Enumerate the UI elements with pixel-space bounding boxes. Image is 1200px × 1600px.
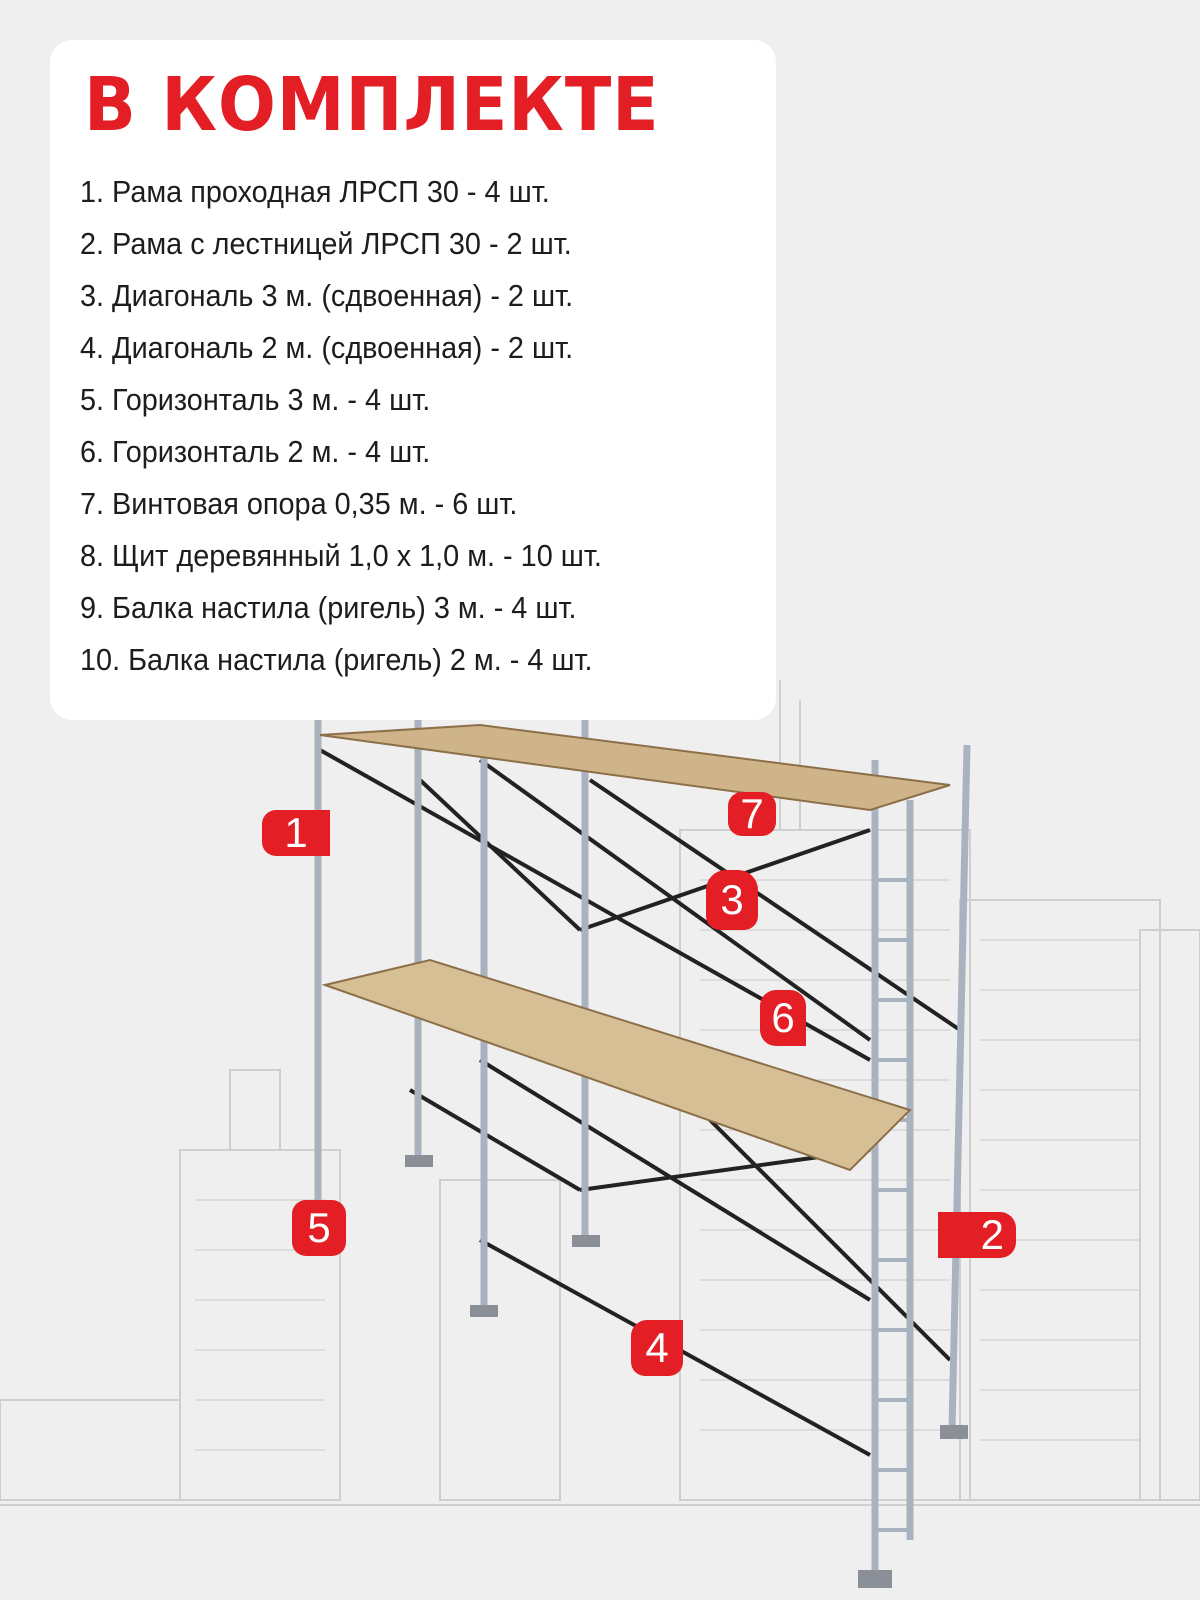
badge-1: 1 [262,809,330,856]
list-item: 4. Диагональ 2 м. (сдвоенная) - 2 шт. [80,330,574,365]
badge-7: 7 [728,790,776,837]
list-item: 6. Горизонталь 2 м. - 4 шт. [80,434,431,469]
badge-4: 4 [631,1320,683,1376]
kit-items-list: 1. Рама проходная ЛРСП 30 - 4 шт. 2. Рам… [80,166,641,686]
list-item: 9. Балка настила (ригель) 3 м. - 4 шт. [80,590,577,625]
list-item: 1. Рама проходная ЛРСП 30 - 4 шт. [80,174,550,209]
list-item: 2. Рама с лестницей ЛРСП 30 - 2 шт. [80,226,572,261]
badge-5: 5 [292,1200,346,1256]
kit-contents-card [50,40,776,720]
badge-2: 2 [938,1211,1016,1258]
page-title: В КОМПЛЕКТЕ [84,62,660,148]
list-item: 8. Щит деревянный 1,0 х 1,0 м. - 10 шт. [80,538,602,573]
badge-3: 3 [706,870,758,930]
list-item: 7. Винтовая опора 0,35 м. - 6 шт. [80,486,518,521]
list-item: 10. Балка настила (ригель) 2 м. - 4 шт. [80,642,593,677]
badge-6: 6 [760,990,806,1046]
list-item: 3. Диагональ 3 м. (сдвоенная) - 2 шт. [80,278,574,313]
list-item: 5. Горизонталь 3 м. - 4 шт. [80,382,431,417]
